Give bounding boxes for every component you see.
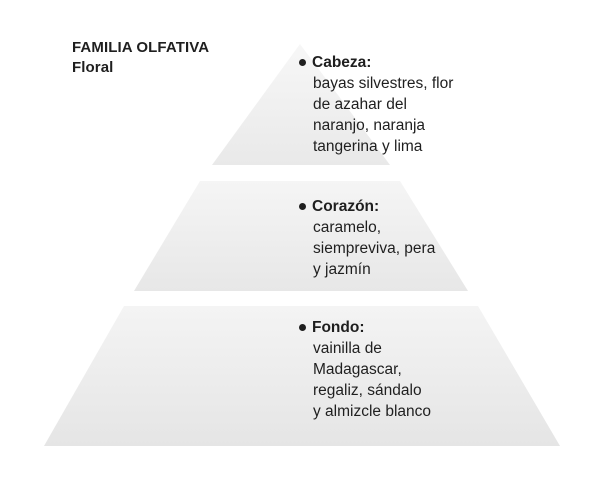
bullet-icon — [299, 324, 306, 331]
note-line: vainilla de — [313, 340, 382, 357]
note-line: bayas silvestres, flor — [313, 75, 454, 92]
tier-bottom-label: Fondo: — [312, 319, 365, 336]
pyramid-tier-middle — [134, 181, 468, 291]
note-line: naranjo, naranja — [313, 117, 426, 134]
note-line: regaliz, sándalo — [313, 382, 422, 399]
tier-top-label: Cabeza: — [312, 54, 372, 71]
bullet-icon — [299, 59, 306, 66]
tier-middle-label: Corazón: — [312, 198, 380, 215]
note-line: caramelo, — [313, 219, 382, 236]
note-line: y almizcle blanco — [313, 403, 432, 420]
tier-bottom-notes: Fondo: vainilla de Madagascar, regaliz, … — [299, 317, 431, 422]
pyramid-tier-top — [212, 44, 390, 165]
olfactory-family: FAMILIA OLFATIVA Floral — [72, 38, 209, 78]
tier-bottom-notes-list: vainilla de Madagascar, regaliz, sándalo… — [313, 338, 431, 422]
family-heading: FAMILIA OLFATIVA — [72, 39, 210, 56]
tier-top-heading: Cabeza: — [299, 52, 453, 73]
note-line: y jazmín — [313, 261, 371, 278]
tier-top-notes: Cabeza: bayas silvestres, flor de azahar… — [299, 52, 453, 157]
note-line: Madagascar, — [313, 361, 402, 378]
tier-middle-notes: Corazón: caramelo, siempreviva, pera y j… — [299, 196, 435, 280]
pyramid-tier-bottom — [44, 306, 560, 446]
bullet-icon — [299, 203, 306, 210]
family-value: Floral — [72, 59, 114, 76]
note-line: tangerina y lima — [313, 138, 423, 155]
tier-bottom-heading: Fondo: — [299, 317, 431, 338]
note-line: siempreviva, pera — [313, 240, 436, 257]
tier-middle-notes-list: caramelo, siempreviva, pera y jazmín — [313, 217, 435, 280]
tier-top-notes-list: bayas silvestres, flor de azahar del nar… — [313, 73, 453, 157]
note-line: de azahar del — [313, 96, 407, 113]
tier-middle-heading: Corazón: — [299, 196, 435, 217]
